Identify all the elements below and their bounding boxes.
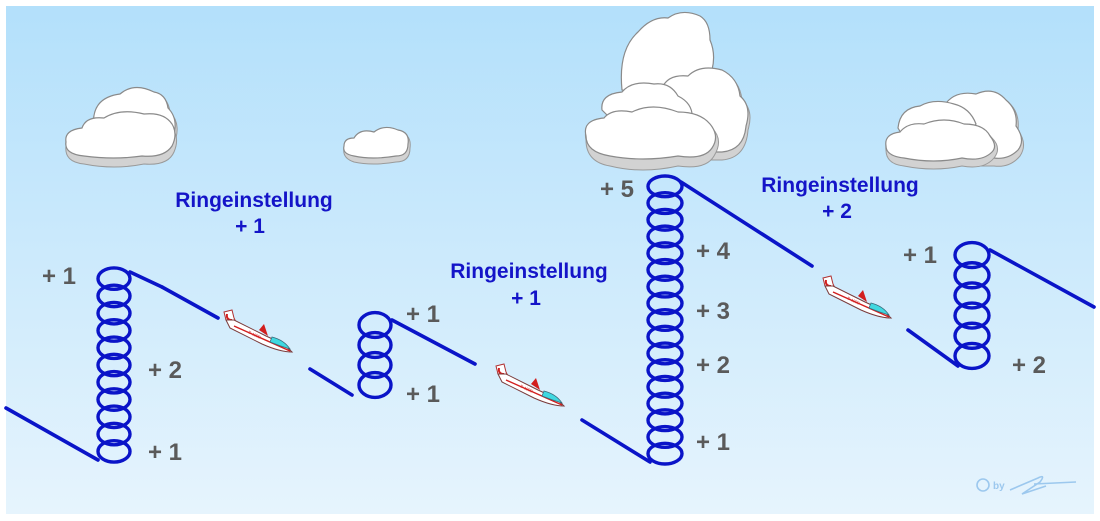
ring-setting-1: Ringeinstellung + 1: [175, 189, 333, 238]
coil-loop: [646, 174, 684, 199]
ring-setting-value: + 1: [235, 215, 265, 238]
thermal-3-labels: + 5 + 4 + 3 + 2 + 1: [600, 176, 731, 456]
coil-loop: [646, 341, 684, 366]
climb-label: + 5: [600, 176, 634, 203]
climb-label: + 2: [148, 357, 182, 384]
thermal-1: [96, 266, 132, 464]
coil-loop: [646, 408, 684, 433]
coil-loop: [357, 350, 393, 380]
climb-label: + 3: [696, 298, 730, 325]
thermal-2-labels: + 1 + 1: [406, 301, 440, 408]
coil-loop: [953, 261, 991, 290]
ring-setting-2: Ringeinstellung + 1: [450, 260, 608, 310]
coil-loop: [96, 352, 132, 378]
coil-loop: [646, 441, 684, 466]
climb-label: + 2: [1012, 352, 1046, 379]
coil-loop: [953, 281, 991, 310]
climb-label: + 1: [696, 429, 730, 456]
glide-segment: [988, 248, 1096, 309]
cloud-right: [885, 90, 1024, 170]
coil-loop: [953, 301, 991, 330]
glide-segment: [308, 367, 354, 397]
coil-loop: [646, 374, 684, 399]
glide-segment: [160, 285, 220, 320]
coil-loop: [646, 324, 684, 349]
climb-label: + 1: [406, 381, 440, 408]
thermal-3: [646, 174, 684, 466]
glide-segment: [128, 270, 164, 289]
coil-loop: [646, 207, 684, 232]
coil-loop: [646, 391, 684, 416]
coil-loop: [953, 321, 991, 350]
copyright-by-text: by: [993, 481, 1005, 492]
coil-loop: [96, 369, 132, 395]
coil-loop: [646, 424, 684, 449]
coil-loop: [357, 310, 393, 340]
coil-loop: [646, 291, 684, 316]
coil-loop: [357, 330, 393, 360]
flight-path: [4, 180, 1096, 464]
coil-loop: [953, 341, 991, 371]
coil-loop: [646, 191, 684, 216]
thermal-2: [357, 310, 393, 400]
ring-setting-label: Ringeinstellung: [761, 174, 919, 197]
climb-label: + 1: [903, 242, 937, 269]
ring-setting-value: + 1: [511, 287, 541, 310]
signature: [1009, 475, 1077, 495]
climb-label: + 1: [42, 263, 76, 290]
glide-segment: [906, 328, 960, 368]
thermal-coils: [96, 174, 991, 466]
cloud-large: [584, 11, 751, 171]
coil-loop: [646, 307, 684, 333]
coil-loop: [96, 318, 132, 343]
coil-loop: [96, 300, 132, 326]
sky-background: [6, 6, 1094, 514]
glide-segment: [580, 418, 652, 464]
coil-loop: [96, 266, 132, 292]
coil-loop: [646, 241, 684, 266]
thermal-4-labels: + 1 + 2: [903, 242, 1046, 379]
ring-setting-3: Ringeinstellung + 2: [761, 174, 919, 223]
coil-loop: [646, 358, 684, 383]
coil-loop: [953, 240, 991, 270]
coil-loop: [96, 335, 132, 361]
climb-label: + 1: [406, 301, 440, 328]
climb-label: + 1: [148, 439, 182, 466]
glide-segment: [679, 180, 814, 268]
coil-loop: [96, 387, 132, 412]
coil-loop: [96, 283, 132, 309]
coil-loop: [357, 370, 393, 400]
thermal-1-labels: + 1 + 2 + 1: [42, 263, 182, 466]
climb-label: + 4: [696, 238, 731, 265]
coil-loop: [96, 421, 132, 447]
coil-loop: [96, 404, 132, 430]
copyright-mark: © by: [976, 475, 1077, 495]
climb-label: + 2: [696, 352, 730, 379]
ring-setting-label: Ringeinstellung: [450, 260, 608, 283]
coil-loop: [646, 224, 684, 249]
cloud-small: [343, 126, 411, 165]
copyright-icon: [976, 478, 990, 492]
thermal-4: [953, 240, 991, 371]
glide-segment: [4, 406, 100, 462]
coil-loop: [96, 438, 132, 464]
coil-loop: [646, 257, 684, 282]
glide-segment: [390, 318, 477, 366]
ring-setting-label: Ringeinstellung: [175, 189, 333, 212]
coil-loop: [646, 274, 684, 299]
ring-setting-value: + 2: [822, 200, 852, 223]
cloud-left: [65, 86, 178, 168]
